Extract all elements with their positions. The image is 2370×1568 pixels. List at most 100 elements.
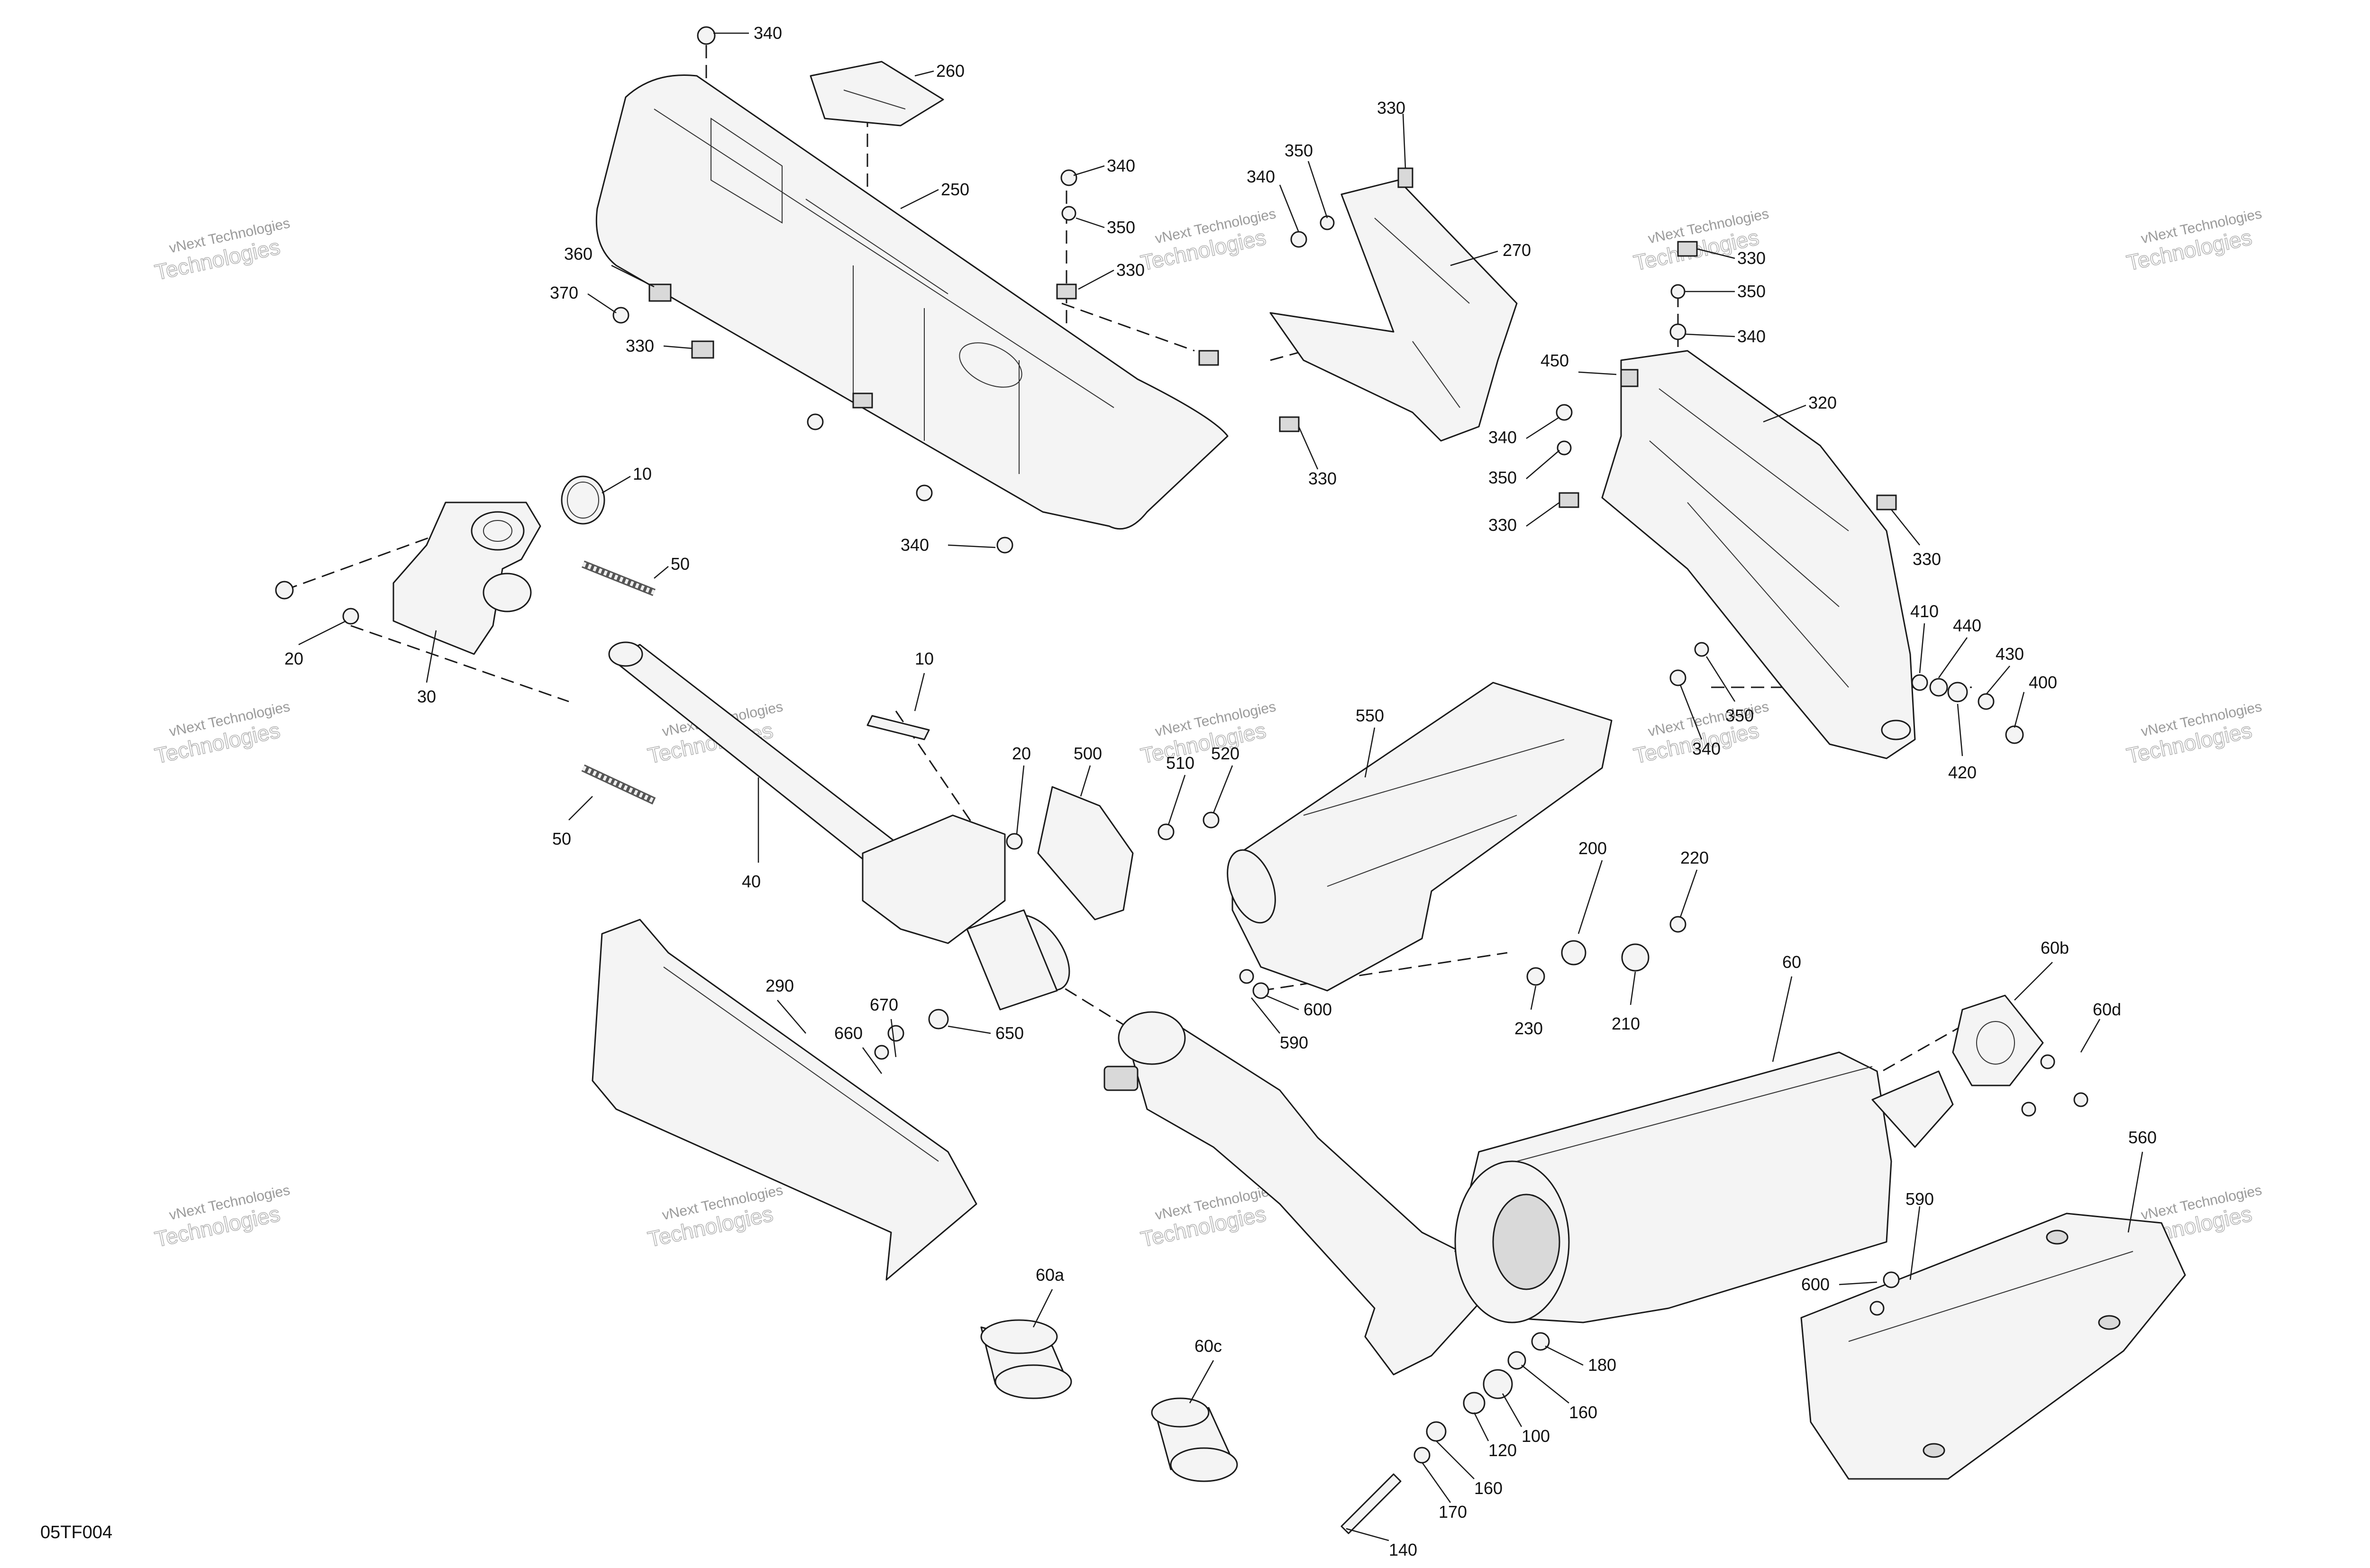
svg-text:200: 200 <box>1578 839 1607 858</box>
svg-text:370: 370 <box>550 283 578 302</box>
callouts: 340 260 340 250 350 330 360 370 330 330 … <box>284 23 2157 1559</box>
callout-340: 340 <box>1679 684 1721 758</box>
tail-tip-60c <box>1151 1397 1238 1482</box>
svg-text:450: 450 <box>1540 351 1569 370</box>
watermark: vNext Technologies Technologies <box>1138 1182 1277 1252</box>
heat-shield-550 <box>1227 682 1613 992</box>
svg-text:340: 340 <box>1692 739 1721 758</box>
hardware <box>275 26 2088 1534</box>
callout-290: 290 <box>766 976 806 1034</box>
watermark: vNext Technologies Technologies <box>152 1182 292 1252</box>
callout-350: 350 <box>1685 282 1766 301</box>
svg-text:670: 670 <box>870 995 898 1014</box>
callout-260: 260 <box>914 61 965 81</box>
callout-600: 600 <box>1265 994 1332 1019</box>
heat-shield-500 <box>1037 786 1134 921</box>
svg-text:340: 340 <box>1488 428 1517 447</box>
callout-350: 350 <box>1285 141 1328 219</box>
callout-410: 410 <box>1910 602 1939 674</box>
svg-text:330: 330 <box>1116 260 1145 280</box>
heat-shield-290 <box>592 919 977 1281</box>
callout-10: 10 <box>914 649 934 711</box>
callout-210: 210 <box>1612 971 1640 1033</box>
svg-text:340: 340 <box>1737 327 1766 346</box>
manifold-assembly <box>862 814 1070 1011</box>
callout-60: 60 <box>1772 952 1801 1062</box>
svg-text:160: 160 <box>1569 1403 1597 1422</box>
svg-text:350: 350 <box>1107 218 1135 237</box>
callout-450: 450 <box>1540 351 1617 375</box>
callout-50: 50 <box>654 554 690 579</box>
callout-370: 370 <box>550 283 617 314</box>
callout-350: 350 <box>1488 450 1560 487</box>
callout-20: 20 <box>1012 744 1031 835</box>
callout-340: 340 <box>901 535 996 555</box>
svg-text:170: 170 <box>1439 1502 1467 1522</box>
watermark: vNext Technologies Technologies <box>645 1182 784 1252</box>
svg-text:120: 120 <box>1488 1440 1517 1460</box>
watermark: vNext Technologies Technologies <box>1138 206 1277 275</box>
svg-text:100: 100 <box>1522 1426 1550 1446</box>
callout-60c: 60c <box>1189 1336 1222 1404</box>
callout-200: 200 <box>1577 839 1607 934</box>
callout-670: 670 <box>870 995 898 1057</box>
svg-text:20: 20 <box>1012 744 1031 763</box>
callout-560: 560 <box>2127 1128 2157 1233</box>
svg-text:350: 350 <box>1725 706 1754 725</box>
callout-250: 250 <box>900 180 969 210</box>
svg-text:560: 560 <box>2128 1128 2157 1147</box>
svg-text:60a: 60a <box>1036 1265 1065 1285</box>
callout-510: 510 <box>1166 753 1194 825</box>
svg-text:520: 520 <box>1211 744 1240 763</box>
flange-60b <box>1952 994 2044 1086</box>
svg-text:660: 660 <box>834 1023 863 1043</box>
callout-40: 40 <box>742 777 761 891</box>
callout-320: 320 <box>1763 393 1837 423</box>
svg-text:60c: 60c <box>1194 1336 1222 1356</box>
callout-350: 350 <box>1076 217 1135 237</box>
callout-340: 340 <box>1247 167 1300 233</box>
svg-text:330: 330 <box>1308 469 1337 488</box>
callout-330: 330 <box>1891 509 1941 569</box>
callout-340: 340 <box>1685 327 1766 346</box>
callout-160: 160 <box>1436 1440 1503 1498</box>
callout-520: 520 <box>1211 744 1240 813</box>
svg-text:360: 360 <box>564 244 592 264</box>
callout-10: 10 <box>602 464 652 494</box>
callout-340: 340 <box>1488 416 1560 447</box>
watermark: vNext Technologies Technologies <box>2124 206 2263 275</box>
spring-50-upper <box>582 560 656 596</box>
svg-text:600: 600 <box>1304 1000 1332 1019</box>
gasket-10-ring <box>866 715 930 740</box>
callout-330: 330 <box>1078 260 1145 290</box>
callout-340: 340 <box>1073 156 1135 176</box>
callout-330: 330 <box>1488 501 1560 535</box>
callout-50: 50 <box>552 796 593 848</box>
svg-text:350: 350 <box>1488 468 1517 487</box>
svg-text:250: 250 <box>941 180 969 199</box>
callout-660: 660 <box>834 1023 883 1074</box>
callout-330: 330 <box>626 336 693 356</box>
heat-shield-250 <box>595 74 1229 530</box>
svg-text:60b: 60b <box>2041 938 2069 957</box>
svg-text:340: 340 <box>1247 167 1275 186</box>
svg-text:30: 30 <box>417 687 436 706</box>
svg-text:220: 220 <box>1680 848 1709 867</box>
svg-text:270: 270 <box>1503 240 1531 260</box>
callout-650: 650 <box>948 1023 1024 1043</box>
svg-text:330: 330 <box>1913 549 1941 569</box>
callout-350: 350 <box>1705 656 1754 725</box>
callout-430: 430 <box>1986 644 2024 695</box>
svg-text:210: 210 <box>1612 1014 1640 1033</box>
callout-140: 140 <box>1346 1528 1417 1559</box>
callout-270: 270 <box>1450 240 1531 266</box>
svg-text:290: 290 <box>766 976 794 995</box>
watermark: vNext Technologies Technologies <box>152 215 292 285</box>
callout-360: 360 <box>564 244 655 288</box>
callout-420: 420 <box>1948 703 1977 782</box>
svg-text:40: 40 <box>742 872 761 891</box>
svg-text:340: 340 <box>901 535 929 555</box>
callout-230: 230 <box>1514 985 1543 1038</box>
callout-330: 330 <box>1377 98 1406 169</box>
svg-text:230: 230 <box>1514 1019 1543 1038</box>
